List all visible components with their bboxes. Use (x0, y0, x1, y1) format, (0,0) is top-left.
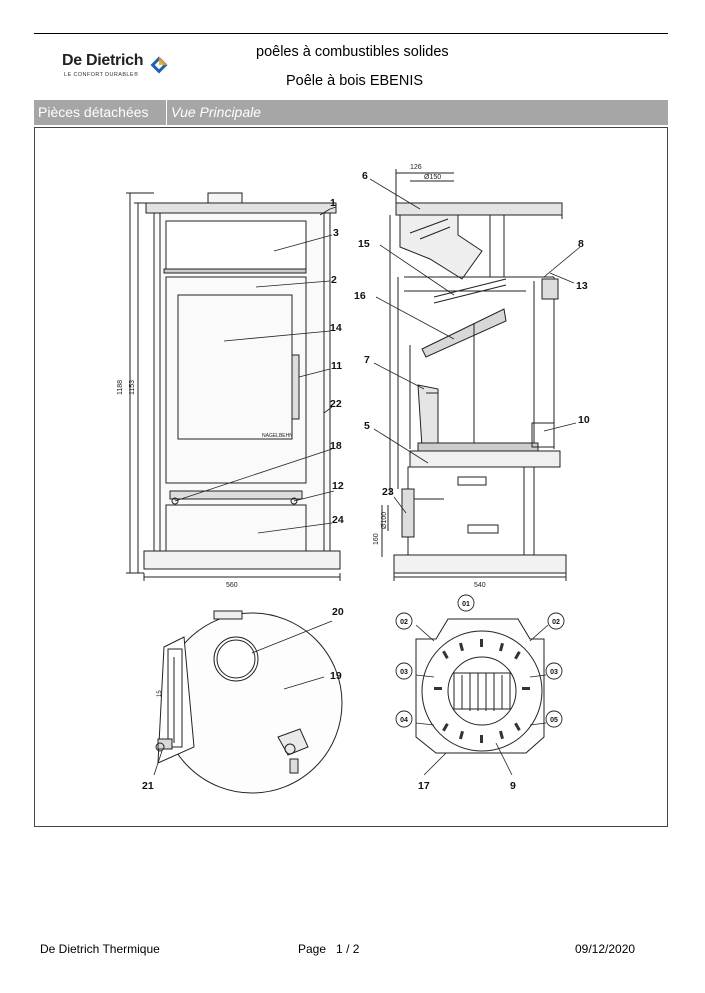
circled-label-01: 01 (462, 601, 470, 608)
callout-front-18: 18 (330, 440, 342, 452)
callout-side-23: 23 (382, 486, 394, 498)
page-label: Page (298, 942, 327, 956)
callout-front-2: 2 (331, 274, 337, 286)
callout-front-22: 22 (330, 398, 342, 410)
brand-diamond-icon (150, 56, 168, 74)
document-title: Poêle à bois EBENIS (286, 73, 424, 89)
side-view (381, 169, 567, 581)
top-view (155, 610, 343, 794)
section-separator (166, 100, 167, 125)
header-rule (34, 33, 668, 34)
circled-label-03-left: 03 (400, 669, 408, 676)
front-view (126, 192, 341, 581)
dim-height-inner: 1153 (129, 380, 136, 395)
footer-company: De Dietrich Thermique (40, 942, 160, 956)
document-category: poêles à combustibles solides (256, 44, 449, 60)
dim-flue-diameter: Ø150 (424, 174, 441, 181)
callout-front-14: 14 (330, 322, 342, 334)
circled-label-04: 04 (400, 717, 408, 724)
circled-label-02-left: 02 (400, 619, 408, 626)
callout-front-12: 12 (332, 480, 344, 492)
callout-side-6: 6 (362, 170, 368, 182)
callout-side-15: 15 (358, 238, 370, 250)
callout-front-1: 1 (330, 197, 336, 209)
callout-front-3: 3 (333, 227, 339, 239)
exploded-diagram: 1 3 2 14 11 22 18 12 24 1188 1153 560 NA… (117, 164, 590, 794)
callout-side-10: 10 (578, 414, 590, 426)
top-view-small-label: 15 (157, 690, 163, 697)
circled-label-02-right: 02 (552, 619, 560, 626)
grate-view (415, 618, 545, 754)
brand-name: De Dietrich (62, 52, 144, 69)
callout-front-24: 24 (332, 514, 344, 526)
footer-date: 09/12/2020 (575, 942, 636, 956)
footer-pagination: Page 1 / 2 (298, 942, 359, 956)
callout-grate-17: 17 (418, 780, 430, 792)
callout-side-8: 8 (578, 238, 584, 250)
callout-side-7: 7 (364, 354, 370, 366)
callout-top-19: 19 (330, 670, 342, 682)
callout-grate-9: 9 (510, 780, 516, 792)
page-total: 2 (352, 942, 360, 956)
dim-air-inlet-diameter: Ø100 (381, 512, 388, 529)
brand-tagline: LE CONFORT DURABLE® (64, 72, 139, 78)
callout-top-20: 20 (332, 606, 344, 618)
dim-width: 560 (226, 582, 238, 589)
callout-top-21: 21 (142, 780, 154, 792)
dim-top-offset: 126 (410, 164, 422, 171)
page-separator: / (346, 942, 350, 956)
callout-side-16: 16 (354, 290, 366, 302)
dim-depth: 540 (474, 582, 486, 589)
brand-logo: De Dietrich LE CONFORT DURABLE® (62, 52, 182, 82)
view-label: Vue Principale (171, 104, 262, 120)
page-current: 1 (336, 942, 343, 956)
section-label: Pièces détachées (38, 104, 149, 120)
callout-front-11: 11 (331, 360, 342, 372)
circled-label-05: 05 (550, 717, 558, 724)
circled-label-03-right: 03 (550, 669, 558, 676)
callout-side-13: 13 (576, 280, 588, 292)
door-plate-text: NAGELBEHN (262, 433, 293, 439)
diagram-frame (34, 127, 668, 827)
dim-air-inlet-height: 160 (373, 533, 380, 545)
dim-height-outer: 1188 (117, 380, 124, 395)
section-bar: Pièces détachées Vue Principale (34, 100, 668, 125)
callout-side-5: 5 (364, 420, 370, 432)
